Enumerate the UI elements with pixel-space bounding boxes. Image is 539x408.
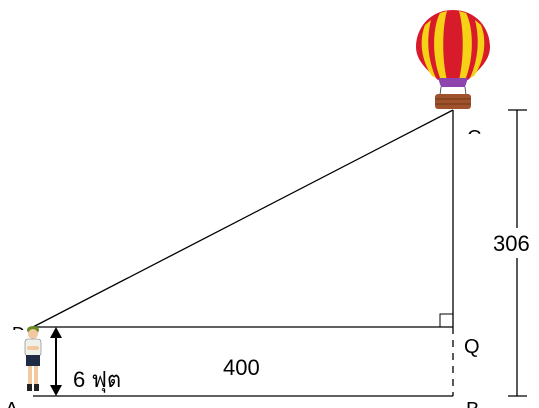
arrow-head-down	[50, 385, 62, 396]
person-icon	[24, 326, 42, 391]
point-label-b: B	[466, 399, 479, 408]
right-angle-marker	[439, 313, 454, 328]
hot-air-balloon-icon	[416, 10, 490, 109]
height-label: 306	[493, 231, 530, 256]
line-dc	[32, 109, 454, 328]
arrow-head-up	[50, 327, 62, 338]
horizontal-distance-label: 400	[223, 355, 260, 380]
person-height-label: 6 ฟุต	[73, 367, 121, 393]
point-label-q: Q	[464, 336, 480, 358]
point-label-a: A	[5, 399, 19, 408]
